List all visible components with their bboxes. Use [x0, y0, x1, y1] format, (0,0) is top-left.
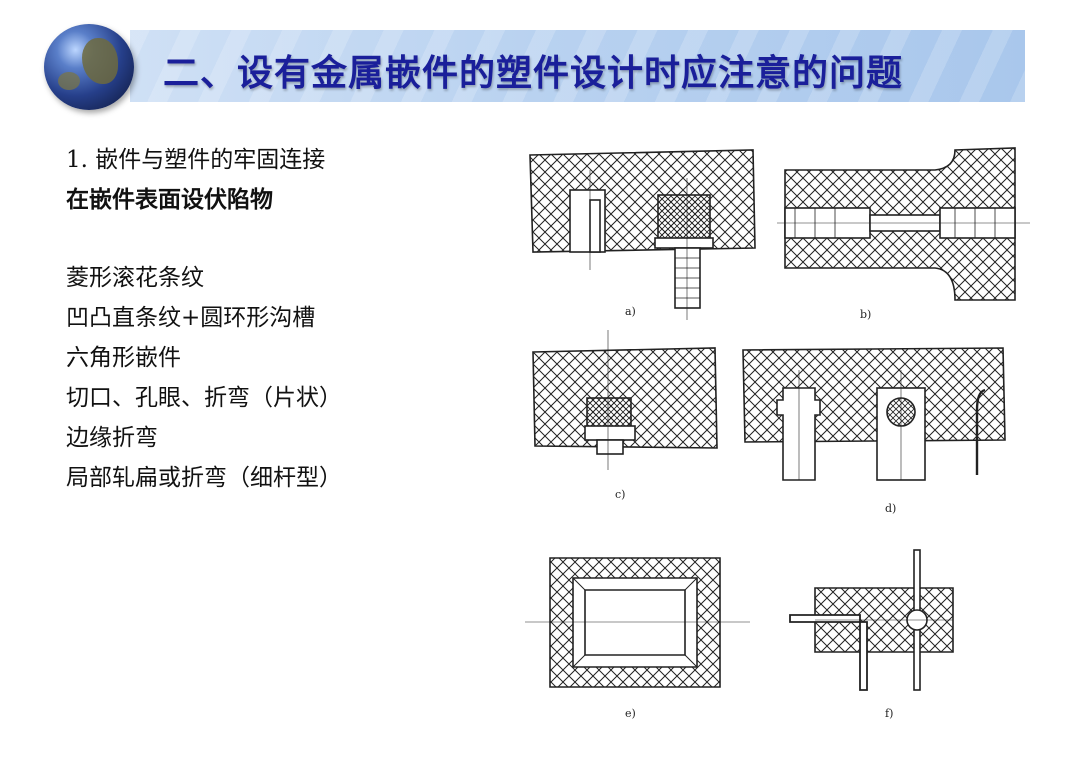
section-subheading: 在嵌件表面设伏陷物 [66, 187, 273, 213]
figure-label-e: e) [625, 707, 636, 720]
figure-d [742, 347, 1006, 481]
list-item: 菱形滚花条纹 [66, 265, 204, 291]
section-heading: 1. 嵌件与塑件的牢固连接 [66, 147, 326, 173]
figure-label-c: c) [615, 488, 625, 501]
list-item: 六角形嵌件 [66, 345, 181, 371]
content-text: 1. 嵌件与塑件的牢固连接 在嵌件表面设伏陷物 菱形滚花条纹 凹凸直条纹+圆环形… [66, 140, 496, 498]
figure-b [777, 147, 1030, 301]
title-banner [130, 30, 1025, 102]
figure-label-a: a) [625, 305, 636, 318]
insert-diagram: a) b) c) d) [515, 130, 1050, 730]
figure-label-f: f) [885, 707, 893, 720]
list-item: 凹凸直条纹+圆环形沟槽 [66, 305, 316, 331]
figure-label-d: d) [885, 502, 896, 515]
globe-icon [44, 24, 134, 110]
slide-title: 二、设有金属嵌件的塑件设计时应注意的问题 [163, 53, 904, 94]
figure-a [529, 149, 756, 320]
figure-e [525, 557, 750, 688]
figure-f [789, 549, 954, 691]
figure-label-b: b) [860, 308, 871, 321]
list-item: 边缘折弯 [66, 425, 158, 451]
figure-c [532, 330, 718, 470]
list-item: 局部轧扁或折弯（细杆型） [66, 465, 342, 491]
list-item: 切口、孔眼、折弯（片状） [66, 385, 342, 411]
